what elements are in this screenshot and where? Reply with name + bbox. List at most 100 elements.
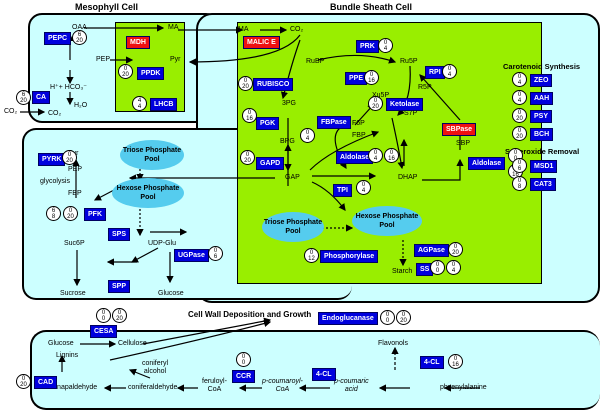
enzyme-cesa: CESA [90,325,118,338]
oaa: OAA [72,24,87,31]
feruloyl-coa: feruloyl- CoA [202,378,227,393]
bundle-sheath-title: Bundle Sheath Cell [330,2,413,12]
mesophyll-title: Mesophyll Cell [75,2,139,12]
glycolysis-label: glycolysis [40,178,70,185]
3pg: 3PG [282,100,297,107]
bpg: BPG [280,138,295,145]
dhap: DHAP [398,174,418,181]
coniferyl-alcohol: coniferyl alcohol [141,360,169,375]
p-coumaric-acid: p-coumaric acid [334,378,369,393]
enzyme-rubisco: RUBISCO [253,78,294,91]
rubp: RuBP [306,58,325,65]
enzyme-cat3: CAT3 [530,178,556,191]
enzyme-pepc: PEPC [44,32,72,45]
enzyme-agpase: AGPase [414,244,449,257]
enzyme-lhcb: LHCB [150,98,178,111]
gap: GAP [285,174,300,181]
enzyme-4cl-a: 4-CL [312,368,336,381]
enzyme-aldolase-2: Aldolase [468,157,506,170]
triose-phosphate-pool-chloroplast: Triose Phosphate Pool [262,212,324,242]
f6p: F6P [352,120,365,127]
flavonols: Flavonols [378,340,408,347]
fbp-cytosol: FBP [68,190,82,197]
enzyme-pgk: PGK [256,117,280,130]
enzyme-ccr: CCR [232,370,256,383]
enzyme-psy: PSY [530,110,553,123]
enzyme-msd1: MSD1 [530,160,558,173]
enzyme-sbpase: SBPase [442,123,477,136]
enzyme-ketolase: Ketolase [386,98,424,111]
p-coumaroyl-coa: p-coumaroyl- CoA [262,378,303,393]
enzyme-malic-e: MALIC E [243,36,280,49]
enzyme-ppdk: PPDK [137,67,165,80]
cellulose: Cellulose [118,340,147,347]
enzyme-gapd: GAPD [256,157,285,170]
ma-mesophyll: MA [168,24,179,31]
xu5p: Xu5P [372,92,390,99]
enzyme-bch: BCH [530,128,554,141]
enzyme-endoglucanase: Endoglucanase [318,312,378,325]
pep-mesophyll: PEP [96,56,111,63]
coniferaldehyde: coniferaldehyde [128,384,178,391]
co2-outside: CO₂ [4,108,18,115]
superoxide-title: Superoxide Removal [505,147,580,156]
glucose-cytosol: Glucose [158,290,184,297]
udp-glu: UDP-Glu [148,240,177,247]
pyr-mesophyll: Pyr [170,56,181,63]
enzyme-tpi: TPI [333,184,352,197]
co2-mesophyll: CO₂ [48,110,62,117]
sinapaldehyde: sinapaldehyde [52,384,98,391]
pep-cytosol: PEP [68,166,83,173]
enzyme-prk: PRK [356,40,379,53]
enzyme-ca: CA [32,91,51,104]
enzyme-phosphorylase: Phosphorylase [320,250,379,263]
suc6p: Suc6P [64,240,85,247]
s7p: S7P [404,110,418,117]
phenylalanine: phyenylalanine [440,384,487,391]
carotenoid-title: Carotenoid Synthesis [503,62,581,71]
enzyme-4cl-b: 4-CL [420,356,444,369]
ru5p: Ru5P [400,58,418,65]
ma-bundle-sheath: MA [238,26,249,33]
enzyme-sps: SPS [108,228,131,241]
lignins: Lignins [56,352,79,359]
cell-wall-title: Cell Wall Deposition and Growth [188,310,312,319]
enzyme-ugpase: UGPase [174,249,209,262]
co2-bundle-sheath: CO₂ [290,26,304,33]
sucrose: Sucrose [60,290,86,297]
r5p: R5P [418,84,432,91]
enzyme-mdh: MDH [126,36,150,49]
starch: Starch [392,268,413,275]
enzyme-aah: AAH [530,92,554,105]
fbp-bundle-sheath: FBP [352,132,366,139]
enzyme-cad: CAD [34,376,58,389]
